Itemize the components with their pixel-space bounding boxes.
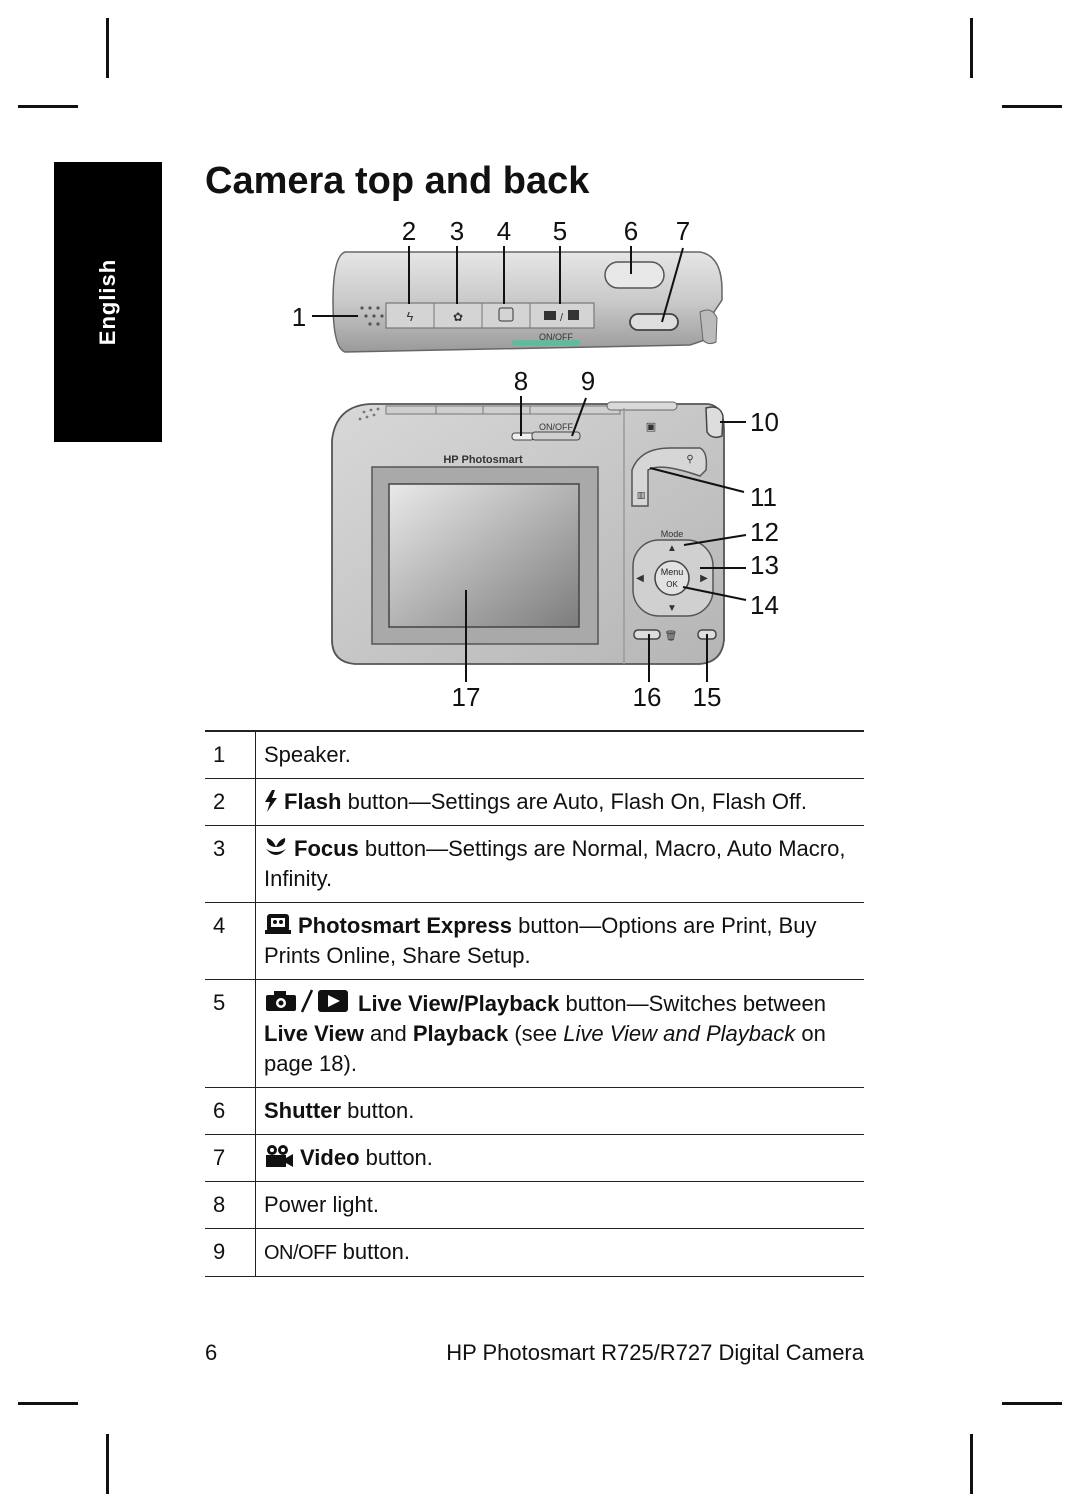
row-description: Speaker.: [255, 730, 864, 779]
svg-text:ON/OFF: ON/OFF: [539, 422, 573, 432]
svg-text:3: 3: [450, 216, 464, 246]
macro-flower-icon: [266, 838, 286, 855]
callout-17: 17: [452, 682, 481, 712]
language-tab: English: [54, 162, 162, 442]
live-view-playback-icon: [266, 989, 348, 1013]
top-callouts: 2 3 4 5 6 7: [402, 216, 690, 246]
callout-10: 10: [750, 407, 779, 437]
callout-16: 16: [633, 682, 662, 712]
callout-9: 9: [581, 366, 595, 396]
table-row: 3 Focus button—Settings are Normal, Macr…: [205, 825, 864, 903]
row-description: Photosmart Express button—Options are Pr…: [255, 902, 864, 980]
row-number: 9: [205, 1228, 256, 1277]
row-description: Live View/Playback button—Switches betwe…: [255, 979, 864, 1088]
row-number: 5: [205, 979, 256, 1088]
row-number: 8: [205, 1181, 256, 1229]
table-row: 2 Flash button—Settings are Auto, Flash …: [205, 778, 864, 826]
crop-mark: [970, 18, 973, 78]
callout-11: 11: [750, 482, 777, 512]
row-description: Video button.: [255, 1134, 864, 1182]
speaker-icon: [360, 306, 384, 326]
arrow-right-icon: ▶: [700, 573, 708, 584]
callout-12: 12: [750, 517, 779, 547]
crop-mark: [106, 18, 109, 78]
onoff-label: ON/OFF: [264, 1242, 337, 1264]
row-number: 1: [205, 730, 256, 779]
table-row: 5 Live View/Playback button—Switches bet…: [205, 979, 864, 1088]
video-camera-icon: [266, 1145, 293, 1167]
lcd-screen: [388, 483, 580, 628]
footer-product-name: HP Photosmart R725/R727 Digital Camera: [446, 1340, 864, 1365]
row-number: 7: [205, 1134, 256, 1182]
callout-14: 14: [750, 590, 779, 620]
row-number: 2: [205, 778, 256, 826]
camera-back-view: ON/OFF ▣ HP Photosmart ▥ ⚲ Mode ▲ ▼ ◀ ▶ …: [331, 366, 779, 712]
svg-text:4: 4: [497, 216, 511, 246]
crop-mark: [106, 1434, 109, 1494]
svg-text:/: /: [560, 312, 564, 324]
page-title: Camera top and back: [205, 160, 590, 202]
shutter-button: [604, 261, 665, 289]
callout-13: 13: [750, 550, 779, 580]
svg-text:ON/OFF: ON/OFF: [539, 332, 573, 342]
flash-icon: [265, 790, 277, 812]
flash-icon: ϟ: [407, 309, 414, 324]
crop-mark: [18, 1402, 78, 1405]
row-description: Power light.: [255, 1181, 864, 1229]
svg-text:OK: OK: [666, 580, 678, 589]
playback-icon: [568, 310, 579, 320]
arrow-left-icon: ◀: [636, 573, 644, 584]
table-row: 6 Shutter button.: [205, 1087, 864, 1135]
photosmart-express-icon: [498, 307, 514, 322]
crop-mark: [18, 105, 78, 108]
video-mode-icon: ▣: [646, 421, 656, 433]
zoom-icon: ⚲: [686, 454, 693, 465]
callout-8: 8: [514, 366, 528, 396]
legend-table: 1 Speaker. 2 Flash button—Settings are A…: [205, 730, 864, 1277]
row-description: Focus button—Settings are Normal, Macro,…: [255, 825, 864, 903]
table-row: 8 Power light.: [205, 1181, 864, 1229]
photosmart-express-icon: [265, 914, 291, 934]
arrow-down-icon: ▼: [667, 603, 677, 614]
row-description: ON/OFF button.: [255, 1228, 864, 1277]
row-description: Flash button—Settings are Auto, Flash On…: [255, 778, 864, 826]
crop-mark: [1002, 105, 1062, 108]
svg-text:Menu: Menu: [661, 567, 684, 577]
svg-text:2: 2: [402, 216, 416, 246]
camera-figure: ϟ ✿ / ON/OFF 2 3 4 5 6 7: [292, 216, 779, 712]
mode-print: Mode: [661, 529, 684, 539]
camera-icon: [544, 311, 556, 320]
table-row: 4 Photosmart Express button—Options are …: [205, 902, 864, 980]
arrow-up-icon: ▲: [667, 543, 677, 554]
video-button: [629, 313, 679, 331]
table-row: 1 Speaker.: [205, 730, 864, 779]
camera-top-view: ϟ ✿ / ON/OFF 2 3 4 5 6 7: [292, 216, 723, 353]
table-row: 9 ON/OFF button.: [205, 1228, 864, 1277]
table-row: 7 Video button.: [205, 1134, 864, 1182]
crop-mark: [970, 1434, 973, 1494]
callout-15: 15: [693, 682, 722, 712]
trash-icon: 🗑: [665, 630, 678, 642]
svg-text:▥: ▥: [637, 490, 646, 500]
row-number: 4: [205, 902, 256, 980]
svg-text:5: 5: [553, 216, 567, 246]
callout-1: 1: [292, 302, 306, 332]
brand-print: HP Photosmart: [443, 454, 523, 466]
menu-ok-button: [654, 560, 690, 596]
svg-text:7: 7: [676, 216, 690, 246]
macro-icon: ✿: [453, 310, 463, 324]
svg-text:6: 6: [624, 216, 638, 246]
page-number: 6: [205, 1340, 218, 1365]
row-description: Shutter button.: [255, 1087, 864, 1135]
row-number: 3: [205, 825, 256, 903]
delete-button: [633, 629, 661, 640]
crop-mark: [1002, 1402, 1062, 1405]
row-number: 6: [205, 1087, 256, 1135]
